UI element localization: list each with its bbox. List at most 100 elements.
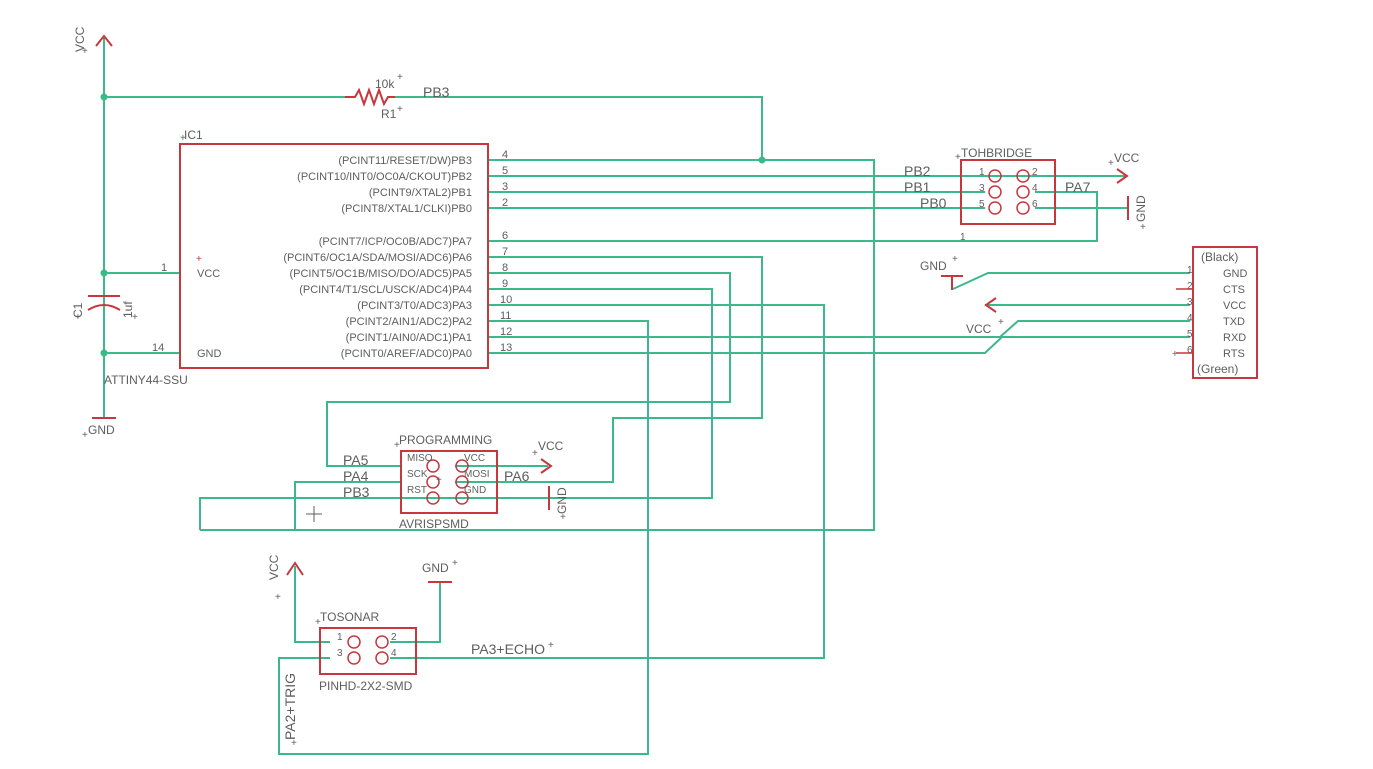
ftdi-pin-name: CTS [1223, 284, 1245, 296]
programming-pin-label: MOSI [464, 469, 490, 480]
wire-sonar-gnd [390, 582, 441, 643]
ftdi-pin-name: RXD [1223, 332, 1246, 344]
vcc-symbol-top-left: VCC + [73, 26, 113, 57]
tohbridge-pin-number: 5 [979, 199, 985, 210]
wire-pb3 [294, 159, 875, 531]
ftdi-pin-name: VCC [1223, 300, 1246, 312]
ic1-pin-number: 2 [502, 197, 508, 209]
net-label-pb1: PB1 [904, 179, 931, 195]
ftdi-top-label: (Black) [1201, 250, 1238, 264]
ic1-pin-number: 1 [161, 262, 167, 274]
junction-dot [100, 269, 108, 277]
programming-name: PROGRAMMING [399, 433, 492, 447]
wire-pa5 [326, 272, 731, 467]
wires [103, 38, 1190, 755]
ic1-pin-name: (PCINT2/AIN1/ADC2)PA2 [346, 316, 472, 328]
ic1-pin-number: 13 [500, 342, 512, 354]
tohbridge-pad [1016, 185, 1030, 199]
ic1-pin-name: (PCINT4/T1/SCL/USCK/ADC4)PA4 [299, 284, 472, 296]
plus-mark: + [1108, 158, 1114, 169]
junction-dot [100, 93, 108, 101]
tosonar-pad [375, 651, 389, 665]
tohbridge-pad [988, 185, 1002, 199]
plus-mark: + [436, 475, 442, 486]
vcc-label: VCC [966, 322, 992, 336]
ftdi-pin-name: RTS [1223, 348, 1245, 360]
gnd-label: GND [422, 561, 449, 575]
ic1-pin-number: 14 [152, 342, 164, 354]
gnd-symbol-tohbridge: GND + [1127, 195, 1148, 233]
tohbridge-pin-number: 1 [979, 167, 985, 178]
gnd-label: GND [555, 487, 569, 514]
plus-mark: + [1172, 349, 1178, 360]
gnd-label: GND [88, 423, 115, 437]
plus-mark: + [180, 133, 186, 144]
wire-sonar-vcc [294, 566, 330, 643]
ic1-pin-number: 12 [500, 326, 512, 338]
tohbridge-pin-number: 2 [1032, 167, 1038, 178]
ic1-pin-name: (PCINT6/OC1A/SDA/MOSI/ADC6)PA6 [283, 252, 472, 264]
wire-pa0-rxd [488, 336, 1190, 354]
tosonar-pin-number: 4 [391, 648, 397, 659]
ic1-origin-mark: + [196, 254, 202, 265]
ic1-pin-name: (PCINT10/INT0/OC0A/CKOUT)PB2 [297, 171, 472, 183]
vcc-symbol-tosonar: VCC + [267, 554, 304, 603]
tohbridge-header: TOHBRIDGE + 1 1 2 3 4 5 6 PB2 PB1 PB0 PA… [904, 146, 1091, 243]
plus-mark: + [132, 312, 138, 323]
net-label-pb0: PB0 [920, 195, 947, 211]
programming-pin-label: MISO [407, 453, 433, 464]
tohbridge-corner-label: 1 [960, 232, 966, 243]
programming-value: AVRISPSMD [399, 517, 469, 531]
r1-net-label: PB3 [423, 84, 450, 100]
tosonar-value: PINHD-2X2-SMD [319, 679, 413, 693]
plus-mark: + [532, 448, 538, 459]
tohbridge-pad [1016, 169, 1030, 183]
plus-mark: + [82, 46, 88, 57]
net-label-pa4: PA4 [343, 468, 369, 484]
gnd-symbol-tosonar: GND + [422, 558, 458, 583]
programming-pin-label: SCK [407, 469, 428, 480]
programming-pin-label: GND [464, 485, 486, 496]
ic1-pin-number: 4 [502, 149, 508, 161]
ic1-pin-number: 8 [502, 262, 508, 274]
tosonar-pad [347, 651, 361, 665]
junction-dot [100, 349, 108, 357]
wire-pa6 [455, 256, 763, 483]
tohbridge-pin-number: 6 [1032, 199, 1038, 210]
ic1-pin-number: 7 [502, 246, 508, 258]
tosonar-pad [375, 635, 389, 649]
tohbridge-body [960, 159, 1056, 225]
ic1-pin-number: 10 [500, 294, 512, 306]
programming-pad [455, 459, 469, 473]
tohbridge-pad [988, 169, 1002, 183]
ic1-pin-name: (PCINT0/AREF/ADC0)PA0 [341, 348, 472, 360]
tohbridge-name: TOHBRIDGE [961, 146, 1032, 160]
c1-ref: C1 [71, 302, 85, 318]
ic1-pin-number: 5 [502, 165, 508, 177]
vcc-symbol-tohbridge: VCC + [1108, 151, 1140, 184]
net-label-pa7: PA7 [1065, 179, 1091, 195]
ftdi-header: (Black) (Green) 1 GND 2 CTS 3 VCC 4 TXD … [1172, 246, 1258, 379]
gnd-label: GND [920, 259, 947, 273]
ftdi-pin-name: TXD [1223, 316, 1245, 328]
tohbridge-pad [988, 201, 1002, 215]
ic1-pin-name: (PCINT3/T0/ADC3)PA3 [357, 300, 472, 312]
ftdi-pin-name: GND [1223, 268, 1248, 280]
ic1-pin-number: 9 [502, 278, 508, 290]
ic1-pin-name: (PCINT11/RESET/DW)PB3 [338, 155, 472, 167]
plus-mark: + [315, 617, 321, 628]
programming-body [400, 450, 498, 514]
plus-mark: + [291, 738, 297, 749]
net-label-pa3-echo: PA3+ECHO [471, 641, 545, 657]
tosonar-pin-number: 1 [337, 632, 343, 643]
net-label-pb2: PB2 [904, 163, 931, 179]
ftdi-pins: 1 GND 2 CTS 3 VCC 4 TXD 5 RXD 6 RTS + [1172, 265, 1248, 360]
plus-mark: + [998, 317, 1004, 328]
tosonar-body [319, 627, 417, 675]
plus-mark: + [75, 312, 81, 323]
programming-pad [426, 459, 440, 473]
tohbridge-pad [1016, 201, 1030, 215]
net-label-pa2-trig: PA2+TRIG [282, 673, 298, 740]
ic1-body [179, 143, 489, 369]
